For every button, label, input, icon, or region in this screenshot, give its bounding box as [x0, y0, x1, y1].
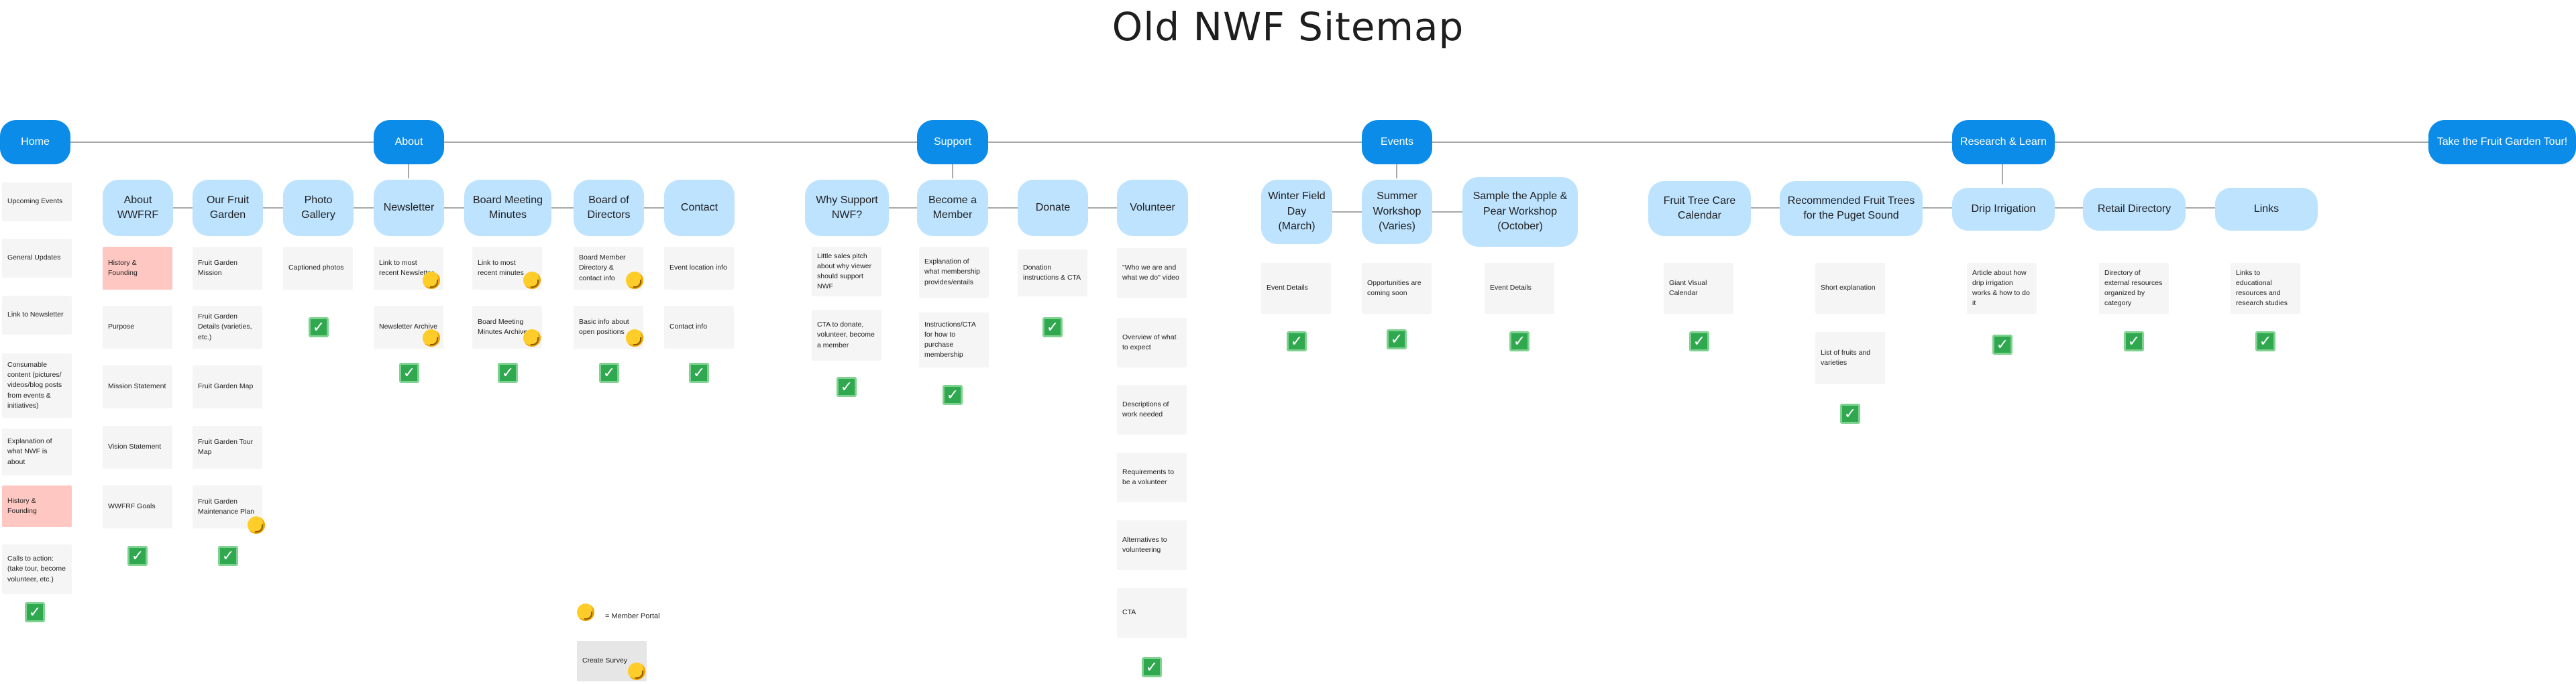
recommended-fruit-trees[interactable]: Recommended Fruit Trees for the Puget So…: [1780, 181, 1923, 236]
home-card-history: History & Founding: [2, 486, 72, 527]
about-card-mission: Mission Statement: [103, 365, 172, 408]
links[interactable]: Links: [2215, 188, 2318, 231]
board-meeting-minutes[interactable]: Board Meeting Minutes: [464, 180, 551, 236]
retail-check-icon: ✓: [2124, 331, 2144, 351]
summer-workshop[interactable]: Summer Workshop (Varies): [1362, 180, 1432, 244]
member-check-icon: ✓: [943, 385, 963, 405]
garden-card-details: Fruit Garden Details (varieties, etc.): [193, 306, 262, 349]
garden-card-mission: Fruit Garden Mission: [193, 247, 262, 290]
calendar-card-visual: Giant Visual Calendar: [1664, 263, 1733, 314]
create-survey-label: Create Survey: [582, 657, 628, 665]
about-card-purpose: Purpose: [103, 306, 172, 349]
our-fruit-garden[interactable]: Our Fruit Garden: [193, 180, 263, 236]
about-card-history: History & Founding: [103, 247, 172, 290]
home-check-icon: ✓: [25, 602, 45, 622]
retail-card-directory: Directory of external resources organize…: [2099, 263, 2169, 314]
minutes-check-icon: ✓: [498, 363, 518, 383]
gallery-card-captioned: Captioned photos: [283, 247, 353, 290]
donate-card-instructions: Donation instructions & CTA: [1018, 249, 1087, 296]
nav-fruit-garden-tour[interactable]: Take the Fruit Garden Tour!: [2428, 120, 2576, 164]
volunteer-card-video: "Who we are and what we do" video: [1117, 248, 1187, 298]
member-card-explanation: Explanation of what membership provides/…: [919, 247, 989, 298]
nav-about[interactable]: About: [374, 120, 444, 164]
create-survey-portal-icon: [628, 663, 645, 680]
calendar-check-icon: ✓: [1689, 331, 1709, 351]
about-wwfrf-check-icon: ✓: [127, 546, 148, 566]
minutes-card-archive: Board Meeting Minutes Archive: [472, 306, 542, 349]
drip-irrigation[interactable]: Drip Irrigation: [1952, 188, 2055, 231]
home-card-upcoming-events: Upcoming Events: [2, 182, 72, 221]
why-support-check-icon: ✓: [837, 377, 857, 397]
gallery-check-icon: ✓: [309, 317, 329, 337]
volunteer-check-icon: ✓: [1142, 657, 1162, 677]
member-portal-icon: [423, 329, 440, 347]
fruit-tree-care-calendar[interactable]: Fruit Tree Care Calendar: [1648, 181, 1751, 236]
page-title: Old NWF Sitemap: [1112, 4, 1464, 50]
contact-check-icon: ✓: [689, 363, 709, 383]
summer-check-icon: ✓: [1387, 329, 1407, 349]
nav-home[interactable]: Home: [0, 120, 70, 164]
recommended-card-explanation: Short explanation: [1815, 263, 1885, 314]
links-check-icon: ✓: [2255, 331, 2275, 351]
home-card-consumable-content: Consumable content (pictures/ videos/blo…: [2, 353, 72, 418]
member-portal-icon: [523, 272, 541, 289]
home-card-general-updates: General Updates: [2, 239, 72, 278]
photo-gallery[interactable]: Photo Gallery: [283, 180, 354, 236]
recommended-check-icon: ✓: [1840, 404, 1860, 424]
winter-check-icon: ✓: [1287, 331, 1307, 351]
winter-field-day[interactable]: Winter Field Day (March): [1261, 180, 1332, 244]
member-portal-icon: [423, 272, 440, 289]
sample-check-icon: ✓: [1509, 331, 1529, 351]
volunteer-card-alternatives: Alternatives to volunteering: [1117, 520, 1187, 570]
donate-check-icon: ✓: [1042, 317, 1063, 337]
board-of-directors[interactable]: Board of Directors: [574, 180, 644, 236]
nav-support[interactable]: Support: [917, 120, 988, 164]
nav-research-learn[interactable]: Research & Learn: [1952, 120, 2055, 164]
home-card-explanation: Explanation of what NWF is about: [2, 429, 72, 475]
home-card-newsletter-link: Link to Newsletter: [2, 296, 72, 335]
sample-card-details: Event Details: [1485, 263, 1554, 314]
become-member[interactable]: Become a Member: [917, 180, 988, 236]
volunteer-card-work: Descriptions of work needed: [1117, 385, 1187, 435]
about-card-goals: WWFRF Goals: [103, 486, 172, 528]
garden-card-map: Fruit Garden Map: [193, 365, 262, 408]
why-support-card-pitch: Little sales pitch about why viewer shou…: [812, 247, 881, 296]
sample-apple-pear[interactable]: Sample the Apple & Pear Workshop (Octobe…: [1462, 177, 1578, 247]
member-card-instructions: Instructions/CTA for how to purchase mem…: [919, 312, 989, 367]
member-portal-icon: [248, 516, 265, 534]
member-portal-icon: [523, 329, 541, 347]
member-portal-icon: [626, 272, 643, 289]
why-support-card-cta: CTA to donate, volunteer, become a membe…: [812, 310, 881, 361]
volunteer-card-overview: Overview of what to expect: [1117, 318, 1187, 367]
contact[interactable]: Contact: [664, 180, 735, 236]
member-portal-icon: [626, 329, 643, 347]
volunteer[interactable]: Volunteer: [1117, 180, 1188, 236]
drip-card-article: Article about how drip irrigation works …: [1967, 263, 2037, 314]
garden-check-icon: ✓: [218, 546, 238, 566]
newsletter-check-icon: ✓: [399, 363, 419, 383]
nav-events[interactable]: Events: [1362, 120, 1432, 164]
recommended-card-list: List of fruits and varieties: [1815, 332, 1885, 384]
contact-card-event-location: Event location info: [664, 247, 734, 290]
board-check-icon: ✓: [599, 363, 619, 383]
garden-card-tour-map: Fruit Garden Tour Map: [193, 426, 262, 469]
about-card-vision: Vision Statement: [103, 426, 172, 469]
about-wwfrf[interactable]: About WWFRF: [103, 180, 173, 236]
why-support[interactable]: Why Support NWF?: [805, 180, 889, 236]
drip-check-icon: ✓: [1992, 335, 2012, 355]
legend-member-portal-label: = Member Portal: [605, 612, 660, 620]
newsletter[interactable]: Newsletter: [374, 180, 444, 236]
summer-card-opportunities: Opportunities are coming soon: [1362, 263, 1432, 314]
volunteer-card-requirements: Requirements to be a volunteer: [1117, 453, 1187, 502]
legend-member-portal-icon: [577, 604, 594, 621]
home-card-calls-to-action: Calls to action: (take tour, become volu…: [2, 545, 72, 594]
donate[interactable]: Donate: [1018, 180, 1088, 236]
volunteer-card-cta: CTA: [1117, 588, 1187, 638]
retail-directory[interactable]: Retail Directory: [2083, 188, 2186, 231]
winter-card-details: Event Details: [1261, 263, 1331, 314]
contact-card-info: Contact info: [664, 306, 734, 349]
links-card-educational: Links to educational resources and resea…: [2231, 263, 2300, 314]
